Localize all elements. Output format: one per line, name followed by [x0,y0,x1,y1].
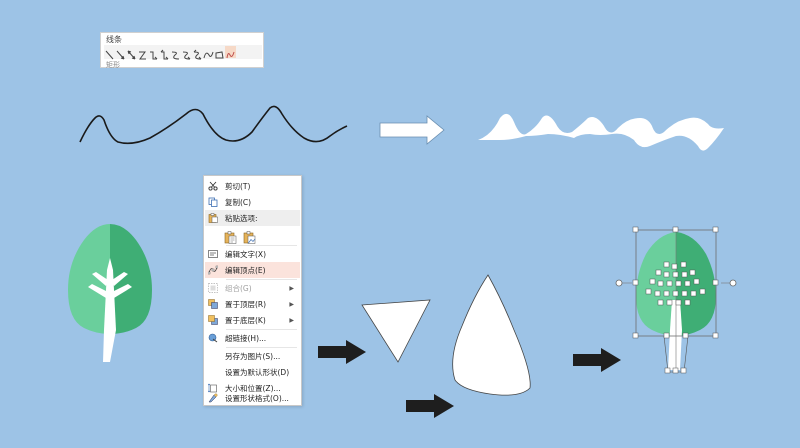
white-cone-shape [452,274,531,396]
menu-separator [226,329,297,330]
menu-item-size-and-position[interactable]: 大小和位置(Z)... [205,380,300,396]
menu-item-paste-options: 粘贴选项: [205,210,300,226]
paste-options-row [224,227,256,244]
menu-item-cut[interactable]: 剪切(T) [205,178,300,194]
menu-item-hyperlink[interactable]: 超链接(H)... [205,330,300,346]
scissors-icon [208,181,218,191]
menu-item-copy[interactable]: 复制(C) [205,194,300,210]
menu-item-edit-points[interactable]: 编辑顶点(E) [205,262,300,278]
rectangles-section-title: 矩形 [106,61,120,69]
submenu-arrow-icon: ▶ [289,284,294,292]
menu-item-save-as-picture[interactable]: 另存为图片(S)... [205,348,300,364]
menu-item-label: 编辑顶点(E) [225,265,266,275]
edit-text-icon [208,249,218,259]
menu-item-label: 设置为默认形状(D) [225,367,290,377]
menu-item-label: 另存为图片(S)... [225,351,281,361]
white-triangle [361,299,431,363]
curved-double-arrow-icon[interactable] [192,46,203,60]
curve-icon[interactable] [203,46,214,59]
menu-item-set-default-shape[interactable]: 设置为默认形状(D) [205,364,300,380]
paste-keep-format-icon[interactable] [224,229,237,244]
shapes-lines-gallery: 线条 矩形 [100,32,264,69]
menu-separator [226,347,297,348]
arrow-icon[interactable] [115,46,126,60]
elbow-double-arrow-icon[interactable] [159,46,170,60]
menu-item-label: 设置形状格式(O)... [225,393,289,403]
scribble-wave [79,105,348,145]
group-icon [208,283,218,293]
size-position-icon [208,383,218,393]
menu-item-label: 复制(C) [225,197,252,207]
copy-icon [208,197,218,207]
menu-item-label: 剪切(T) [225,181,251,191]
menu-item-format-shape[interactable]: 设置形状格式(O)... [205,390,300,406]
tree-illustration-right [615,226,737,374]
menu-separator [226,245,297,246]
menu-item-group: 组合(G) ▶ [205,280,300,296]
menu-item-label: 置于底层(K) [225,315,266,325]
menu-item-label: 组合(G) [225,283,252,293]
menu-item-send-to-back[interactable]: 置于底层(K) ▶ [205,312,300,328]
tree-illustration-left [68,224,152,362]
white-arrow [379,115,445,145]
curved-arrow-icon[interactable] [181,46,192,60]
paste-icon [208,213,218,223]
freeform-icon[interactable] [214,46,225,59]
hyperlink-icon [208,333,218,343]
menu-item-label: 超链接(H)... [225,333,267,343]
context-menu: 剪切(T) 复制(C) 粘贴选项: 编辑文字(X) 编辑顶点(E) 组合(G) … [203,175,302,406]
elbow-arrow-icon[interactable] [148,46,159,60]
edit-points-icon [208,265,218,275]
white-wave-shape [478,113,724,151]
format-shape-icon [208,393,218,403]
curved-connector-icon[interactable] [170,46,181,60]
double-arrow-icon[interactable] [126,46,137,60]
menu-item-bring-to-front[interactable]: 置于顶层(R) ▶ [205,296,300,312]
send-to-back-icon [208,315,218,325]
black-arrow-2 [406,394,454,418]
line-icon[interactable] [104,46,115,60]
menu-item-label: 大小和位置(Z)... [225,383,281,393]
menu-item-label: 编辑文字(X) [225,249,266,259]
black-arrow-3 [573,348,621,372]
menu-separator [226,279,297,280]
submenu-arrow-icon: ▶ [289,300,294,308]
lines-section-title: 线条 [106,35,122,44]
menu-item-edit-text[interactable]: 编辑文字(X) [205,246,300,262]
scribble-icon[interactable] [225,46,236,59]
menu-item-label: 粘贴选项: [225,213,258,223]
submenu-arrow-icon: ▶ [289,316,294,324]
menu-item-label: 置于顶层(R) [225,299,267,309]
lines-toolbar [104,45,262,60]
bring-to-front-icon [208,299,218,309]
black-arrow-1 [318,340,366,364]
paste-picture-icon[interactable] [243,229,256,244]
elbow-connector-icon[interactable] [137,46,148,60]
